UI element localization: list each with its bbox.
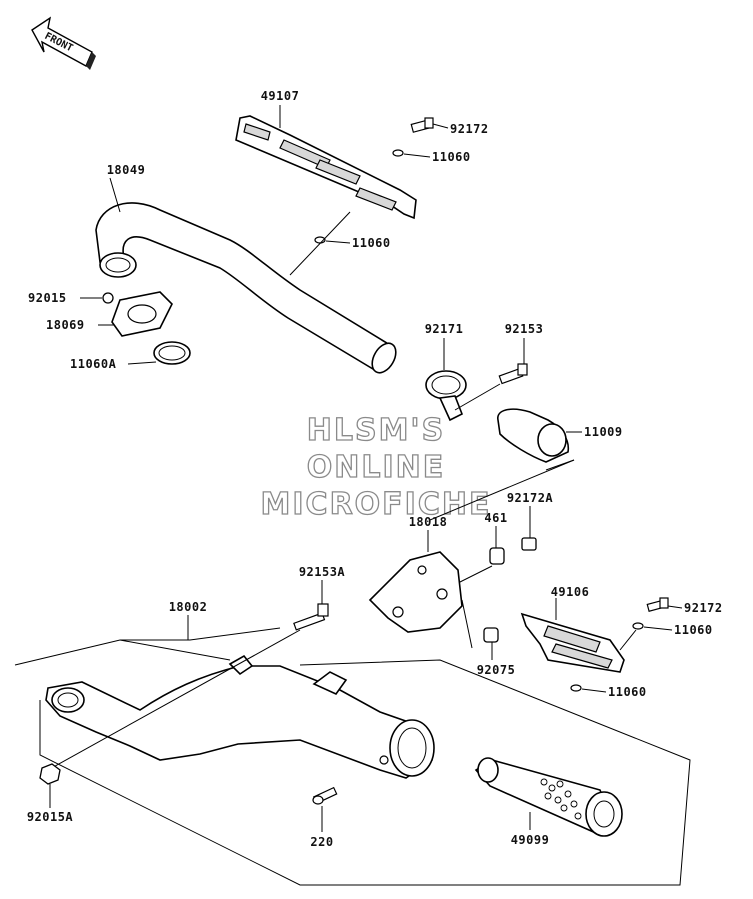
spark-arrester-49099 — [474, 757, 623, 837]
front-arrow-icon: FRONT — [31, 16, 96, 70]
label-92172-bottom: 92172 — [684, 601, 723, 615]
label-11060-d: 11060 — [608, 685, 647, 699]
muffler-18002 — [14, 615, 691, 886]
label-11060A: 11060A — [70, 357, 117, 371]
header-pipe-18049 — [95, 177, 397, 374]
label-18002: 18002 — [169, 600, 208, 614]
label-18069: 18069 — [46, 318, 85, 332]
grommet-92075 — [483, 627, 499, 660]
bolt-92172-bottom — [646, 597, 683, 612]
label-11009: 11009 — [584, 425, 623, 439]
label-92015: 92015 — [28, 291, 67, 305]
gasket-11060A — [127, 341, 191, 365]
label-92172-top: 92172 — [450, 122, 489, 136]
washer-11060-b — [314, 236, 351, 244]
label-92075: 92075 — [477, 663, 516, 677]
label-49099: 49099 — [511, 833, 550, 847]
bolt-92153 — [454, 338, 528, 411]
watermark: HLSM'S ONLINE MICROFICHE — [260, 412, 492, 522]
label-220: 220 — [310, 835, 333, 849]
bracket-18018 — [368, 530, 473, 649]
heat-guard-49106 — [520, 598, 625, 673]
clamp-92171 — [425, 338, 467, 422]
label-92153: 92153 — [505, 322, 544, 336]
nut-92172A — [521, 506, 537, 551]
label-92153A: 92153A — [299, 565, 346, 579]
bolt-92153A — [47, 580, 329, 771]
bolt-92172-top — [410, 117, 449, 133]
sleeve-11009 — [429, 408, 582, 521]
label-49107: 49107 — [261, 89, 300, 103]
washer-11060-a — [392, 149, 431, 158]
label-92172A: 92172A — [507, 491, 554, 505]
nut-92015A — [39, 763, 61, 808]
part-labels: 49107 92172 11060 18049 11060 92015 1806… — [27, 89, 723, 849]
watermark-line1: HLSM'S — [307, 413, 445, 448]
label-49106: 49106 — [551, 585, 590, 599]
label-92171: 92171 — [425, 322, 464, 336]
label-11060-a: 11060 — [432, 150, 471, 164]
label-11060-c: 11060 — [674, 623, 713, 637]
nut-92015 — [80, 292, 114, 304]
watermark-line3: MICROFICHE — [261, 487, 492, 522]
heat-guard-49107 — [235, 105, 417, 220]
washer-11060-c — [619, 622, 673, 651]
watermark-line2: ONLINE — [307, 450, 446, 485]
washer-11060-d — [570, 684, 607, 693]
flange-18069 — [98, 291, 173, 337]
label-18018: 18018 — [409, 515, 448, 529]
label-92015A: 92015A — [27, 810, 74, 824]
label-18049: 18049 — [107, 163, 146, 177]
screw-220 — [312, 786, 338, 832]
label-461: 461 — [484, 511, 507, 525]
label-11060-b: 11060 — [352, 236, 391, 250]
